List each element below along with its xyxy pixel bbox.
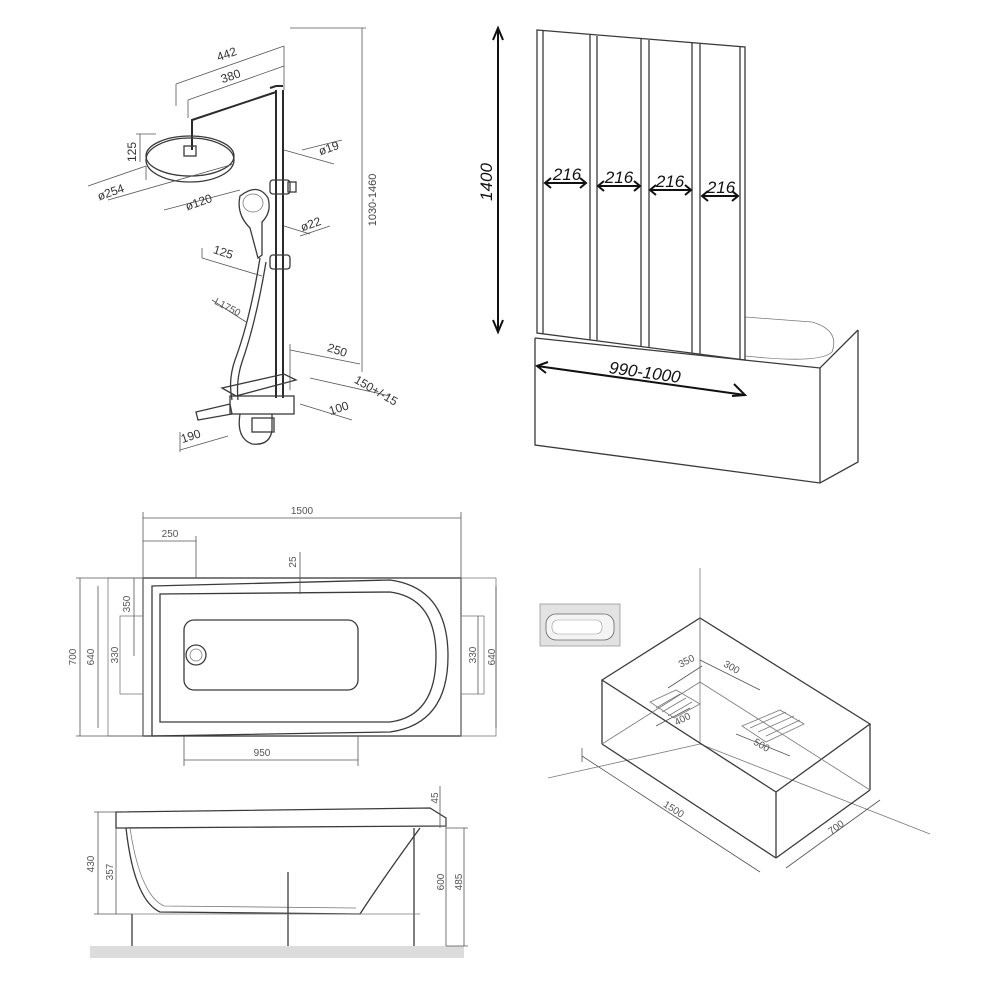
dim-panel-3: 216 [655, 172, 685, 191]
dim-plan-250: 250 [162, 529, 179, 540]
bathtub-isometric-installation: 350 300 400 500 1500 700 [539, 568, 931, 873]
bathtub-side-elevation: 45 430 357 600 485 [86, 786, 468, 958]
dim-hose: L1750 [212, 296, 242, 319]
dim-plan-330-right: 330 [468, 646, 479, 663]
dim-190: 190 [179, 426, 203, 446]
dim-screen-width: 990-1000 [608, 358, 682, 387]
dim-plan-700: 700 [68, 648, 79, 665]
bathtub-thumbnail-image [539, 603, 621, 647]
dim-elev-600: 600 [436, 873, 447, 890]
dim-plan-640-left: 640 [86, 648, 97, 665]
dim-iso-400: 400 [673, 711, 693, 729]
dim-plan-330-left: 330 [110, 646, 121, 663]
dim-elev-485: 485 [454, 873, 465, 890]
dim-plan-950: 950 [254, 748, 271, 759]
dim-442: 442 [215, 44, 239, 64]
bath-screen-drawing: 1400 216 216 216 216 990-1000 [477, 25, 859, 484]
dim-iso-350: 350 [677, 653, 697, 671]
dim-250: 250 [326, 340, 350, 360]
dim-panel-1: 216 [552, 165, 582, 184]
dim-height-range: 1030-1460 [367, 174, 379, 227]
dim-elev-430: 430 [86, 855, 97, 872]
dim-19: ø19 [317, 138, 341, 158]
dim-iso-500: 500 [751, 737, 771, 755]
dim-380: 380 [219, 66, 243, 86]
dim-plan-length: 1500 [291, 506, 314, 517]
dim-iso-700: 700 [827, 818, 847, 837]
dim-plan-350: 350 [122, 595, 133, 612]
dim-120: ø120 [183, 191, 214, 213]
dim-150: 150+/-15 [352, 373, 401, 409]
dim-panel-2: 216 [604, 168, 634, 187]
dim-125-top: 125 [125, 142, 139, 162]
dim-100: 100 [327, 398, 351, 418]
dim-plan-25: 25 [288, 556, 299, 568]
shower-system-drawing: 442 380 125 ø254 ø120 ø19 ø22 1030-1460 … [87, 27, 401, 452]
dim-elev-357: 357 [105, 863, 116, 880]
bathtub-plan-view: 1500 250 25 700 640 350 330 330 640 950 [68, 506, 498, 766]
dim-iso-300: 300 [721, 659, 741, 677]
dim-elev-45: 45 [430, 792, 441, 804]
dim-125-mid: 125 [212, 242, 236, 262]
dim-254: ø254 [95, 181, 126, 203]
dim-plan-640-right: 640 [487, 648, 498, 665]
dim-screen-height: 1400 [477, 163, 496, 201]
dim-22: ø22 [299, 214, 323, 234]
dim-panel-4: 216 [706, 178, 736, 197]
dim-iso-1500: 1500 [661, 799, 686, 821]
